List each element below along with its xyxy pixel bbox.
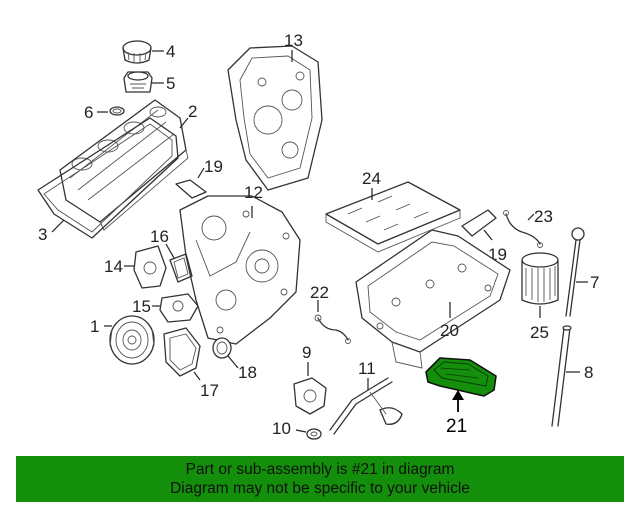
arrow-21 <box>452 390 464 412</box>
part-4-oil-cap <box>122 40 152 64</box>
parts-diagram: 4 5 6 2 3 13 <box>37 31 599 440</box>
part-8-guide-tube <box>551 325 572 427</box>
callout-25: 25 <box>530 323 549 342</box>
callout-21: 21 <box>446 416 467 437</box>
leader-19b <box>483 229 493 241</box>
callout-22: 22 <box>310 283 329 302</box>
part-22-sensor-wire <box>314 314 351 344</box>
callout-18: 18 <box>238 363 257 382</box>
part-13-timing-cover-upper <box>227 45 323 191</box>
leader-3 <box>51 219 65 233</box>
part-21-lower-oil-pan <box>425 357 497 397</box>
banner-line-2: Diagram may not be specific to your vehi… <box>170 480 470 497</box>
leader-10 <box>295 429 307 433</box>
part-16-plate <box>169 253 193 283</box>
callout-17: 17 <box>200 381 219 400</box>
part-23-tube <box>503 210 543 248</box>
part-5-cap-seat <box>123 71 153 93</box>
callout-14: 14 <box>104 257 123 276</box>
callout-20: 20 <box>440 321 459 340</box>
part-1-crank-pulley <box>109 315 155 365</box>
leader-19a <box>197 167 205 179</box>
part-15-sensor-bracket <box>159 293 199 323</box>
callout-13: 13 <box>284 31 303 50</box>
part-9-oil-pump <box>293 377 327 415</box>
callout-6: 6 <box>84 103 93 122</box>
callout-3: 3 <box>38 225 47 244</box>
leader-23 <box>527 213 535 221</box>
part-19-gasket-left <box>175 179 207 199</box>
part-24-baffle <box>325 181 461 253</box>
part-18-seal <box>212 337 232 359</box>
part-19-gasket-right <box>461 209 497 237</box>
callout-2: 2 <box>188 102 197 121</box>
part-17-gasket <box>163 327 201 377</box>
callout-12: 12 <box>244 183 263 202</box>
leader-18 <box>227 355 239 369</box>
callout-10: 10 <box>272 419 291 438</box>
callout-7: 7 <box>590 273 599 292</box>
banner-line-1: Part or sub-assembly is #21 in diagram <box>185 461 455 478</box>
part-2-rocker-cover <box>59 99 189 231</box>
part-6-o-ring <box>109 106 125 116</box>
callout-19-left: 19 <box>204 157 223 176</box>
part-3-cover-gasket <box>37 117 179 239</box>
part-25-oil-filter <box>521 252 559 305</box>
callout-1: 1 <box>90 317 99 336</box>
leader-16 <box>165 243 175 259</box>
callout-8: 8 <box>584 363 593 382</box>
part-14-bracket <box>133 245 167 289</box>
callout-15: 15 <box>132 297 151 316</box>
info-banner: Part or sub-assembly is #21 in diagram D… <box>16 456 624 502</box>
callout-5: 5 <box>166 74 175 93</box>
callout-24: 24 <box>362 169 381 188</box>
callout-9: 9 <box>302 343 311 362</box>
part-7-dipstick <box>565 227 585 317</box>
part-20-upper-oil-pan <box>355 229 511 369</box>
callout-11: 11 <box>358 359 376 378</box>
callout-16: 16 <box>150 227 169 246</box>
part-12-front-cover <box>179 195 301 345</box>
leader-17 <box>193 371 201 381</box>
part-10-washer <box>306 428 322 440</box>
part-11-pickup-tube <box>329 377 403 435</box>
callout-4: 4 <box>166 42 175 61</box>
leader-2 <box>179 117 189 129</box>
callout-23: 23 <box>534 207 553 226</box>
